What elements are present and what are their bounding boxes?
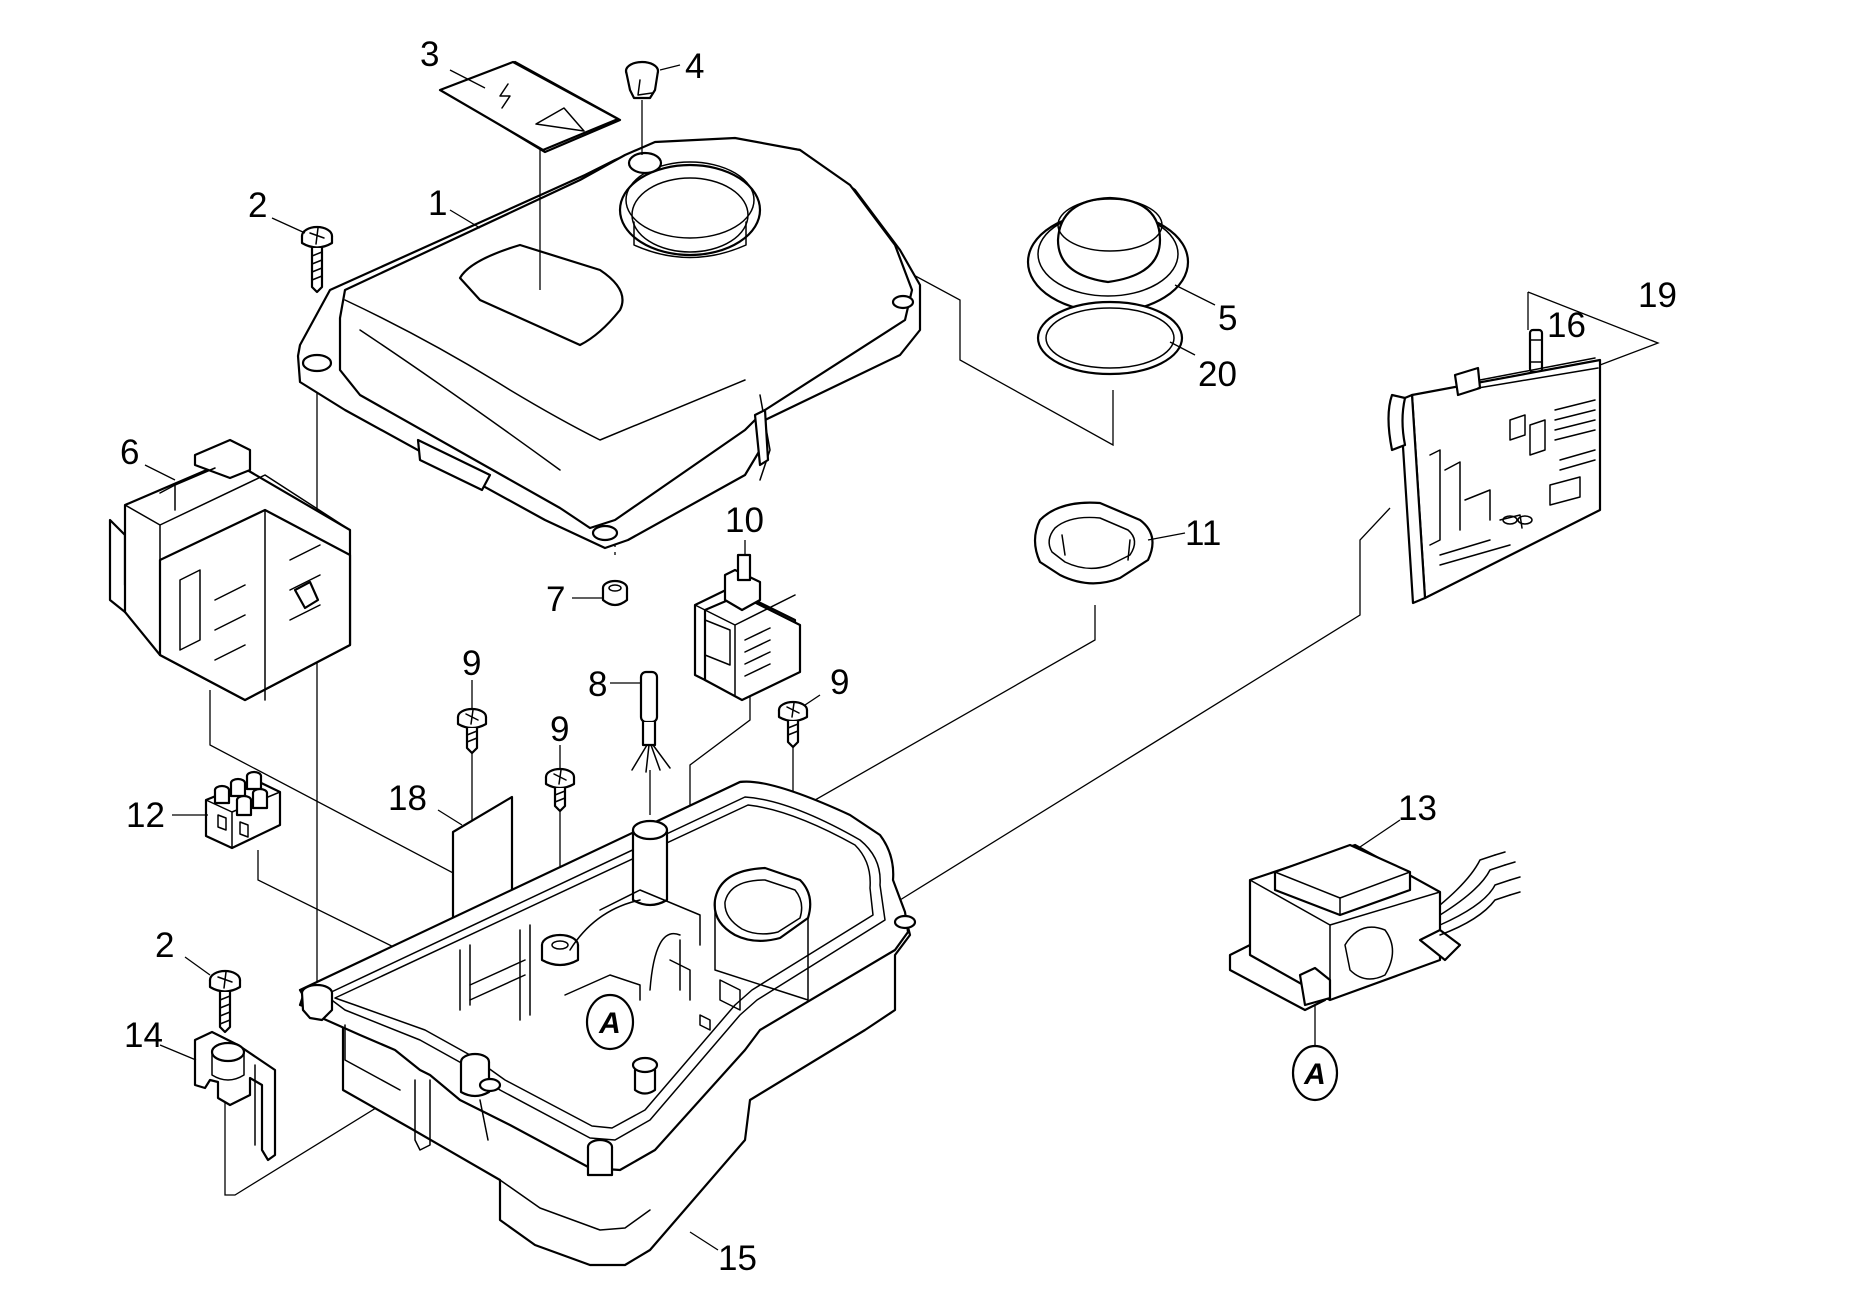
callout-5: 5 (1218, 299, 1237, 338)
callout-4: 4 (685, 47, 704, 86)
callout-2-bottom: 2 (155, 926, 174, 965)
callout-3: 3 (420, 35, 439, 74)
warning-triangle-icon (535, 107, 585, 132)
screw-part-9-right (777, 700, 809, 749)
screw-part-2-bottom (208, 969, 242, 1034)
callout-6: 6 (120, 433, 139, 472)
sensor-part-8 (631, 670, 671, 773)
pcb-part-19 (1387, 357, 1602, 605)
callout-11: 11 (1185, 514, 1221, 553)
o-ring-part-20 (1036, 300, 1184, 376)
reference-letter: A (598, 1007, 621, 1040)
callout-19: 19 (1638, 276, 1677, 315)
screw-part-2-top (300, 225, 334, 294)
transformer-part-13 (1228, 843, 1521, 1012)
callout-labels: 1 2 3 4 5 20 6 7 10 8 9 9 9 11 16 19 12 … (120, 35, 1677, 1278)
seal-part-5 (1026, 196, 1190, 314)
bracket-part-14 (193, 1030, 277, 1162)
callout-7: 7 (546, 580, 565, 619)
callout-2-top: 2 (248, 186, 267, 225)
callout-15: 15 (718, 1239, 757, 1278)
callout-9-right: 9 (830, 663, 849, 702)
warning-label (438, 60, 622, 154)
screw-part-9-middle (544, 767, 576, 813)
reference-a-transformer: A (1291, 1044, 1339, 1102)
contactor-part-6 (108, 438, 352, 702)
grommet-part-7 (601, 579, 629, 607)
callout-10: 10 (725, 501, 764, 540)
callout-13: 13 (1398, 789, 1437, 828)
fuse-part-16 (1528, 328, 1544, 374)
callout-1: 1 (428, 184, 447, 223)
callout-12: 12 (126, 796, 165, 835)
callout-16: 16 (1547, 306, 1586, 345)
callout-9-left: 9 (462, 644, 481, 683)
grommet-part-11 (1033, 501, 1154, 585)
plug-part-4 (624, 60, 660, 100)
callout-leaders (144, 64, 1401, 1251)
reference-letter: A (1303, 1058, 1326, 1091)
callout-18: 18 (388, 779, 427, 818)
callout-8: 8 (588, 665, 607, 704)
callout-14: 14 (124, 1016, 163, 1055)
switch-part-10 (693, 553, 802, 702)
reference-a-housing: A (585, 993, 635, 1051)
terminal-block-part-12 (204, 770, 282, 850)
callout-20: 20 (1198, 355, 1237, 394)
callout-9-middle: 9 (550, 710, 569, 749)
screw-part-9-left (456, 707, 488, 755)
lightning-icon (499, 83, 511, 109)
cover-part-1 (296, 136, 922, 550)
